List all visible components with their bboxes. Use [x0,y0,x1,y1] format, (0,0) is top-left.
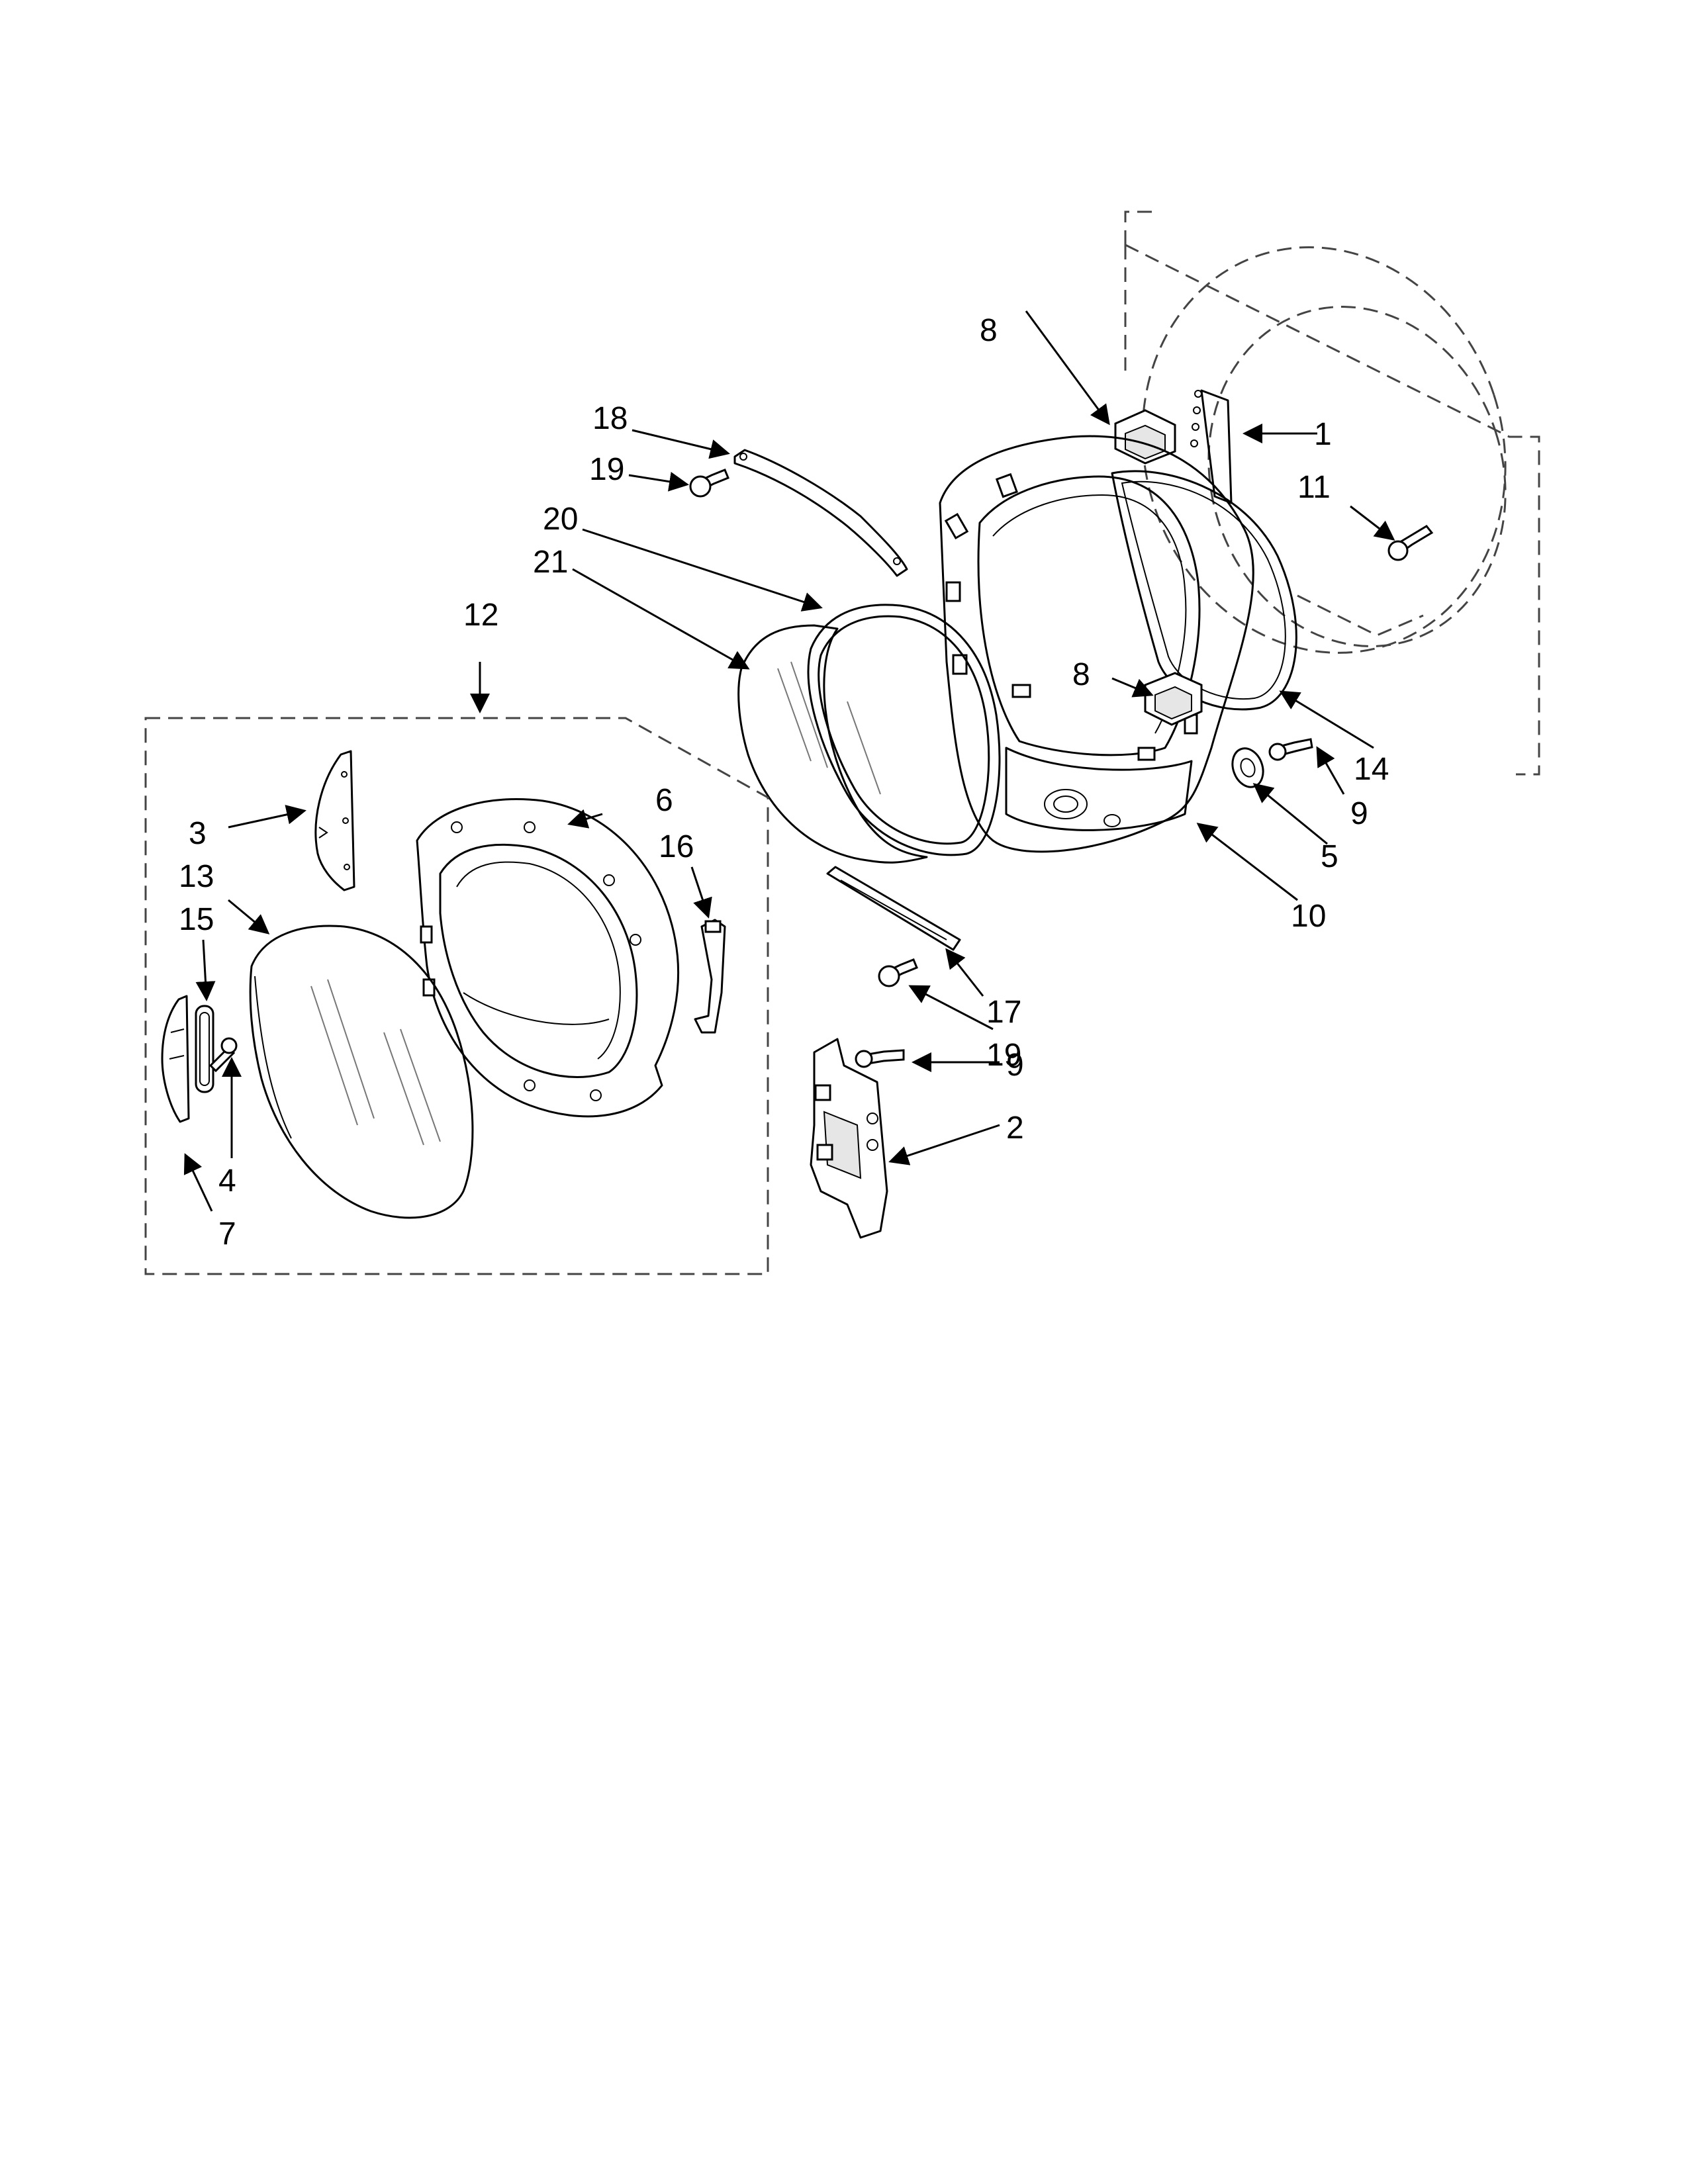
callout-labels: 8 1 11 18 19 20 21 12 8 14 9 5 10 3 6 16… [179,313,1389,1251]
part-7-handle [161,995,190,1123]
callout-19-upper: 19 [589,452,624,487]
part-2-hinge [810,1038,888,1239]
part-8-latch-upper [1114,409,1176,465]
part-11-screw [1387,525,1434,561]
part-19-screw-upper [689,469,729,498]
callout-5: 5 [1321,839,1338,874]
part-18-strip [733,449,908,577]
callout-9-lower: 9 [1006,1048,1024,1083]
part-10-front-panel [939,435,1254,853]
callout-7: 7 [218,1216,236,1251]
callout-13: 13 [179,859,214,894]
part-6-inner-door [416,798,680,1118]
callout-1: 1 [1314,417,1332,452]
part-4-screw [209,1037,238,1073]
part-19-screw-lower [878,958,918,987]
part-9-screw-lower [855,1049,905,1068]
part-1-bracket [1190,389,1233,504]
callout-12: 12 [463,598,498,633]
part-13-outer-door [249,925,474,1219]
callout-15: 15 [179,902,214,937]
part-14-seal [1111,470,1297,711]
callout-21: 21 [533,545,568,580]
part-17-strip [826,866,961,951]
part-3-hinge-cover [314,750,355,891]
callout-6: 6 [655,783,673,818]
part-20-gasket [807,604,1001,856]
callout-18: 18 [592,401,628,436]
part-5-hinge-ring [1231,747,1264,788]
callout-9-upper: 9 [1350,796,1368,831]
callout-17: 17 [986,995,1021,1030]
callout-10: 10 [1291,899,1326,934]
callout-4: 4 [218,1163,236,1199]
part-9-screw-upper [1268,738,1313,761]
callout-14: 14 [1354,752,1389,787]
callout-8-lower: 8 [1072,657,1090,692]
callout-11: 11 [1297,470,1331,505]
callout-3: 3 [189,816,207,851]
part-21-glass [737,624,928,864]
callout-2: 2 [1006,1111,1024,1146]
cabinet-outline [1124,210,1540,776]
leader-lines [183,310,1395,1212]
part-15-handle-insert [195,1005,214,1093]
callout-8-upper: 8 [980,313,998,348]
part-8-latch-lower [1144,672,1203,726]
door-assembly-box [144,717,769,1275]
callout-19-lower: 19 [986,1038,1021,1073]
callout-20: 20 [543,502,578,537]
callout-16: 16 [659,829,694,864]
part-16-hook [694,919,726,1034]
